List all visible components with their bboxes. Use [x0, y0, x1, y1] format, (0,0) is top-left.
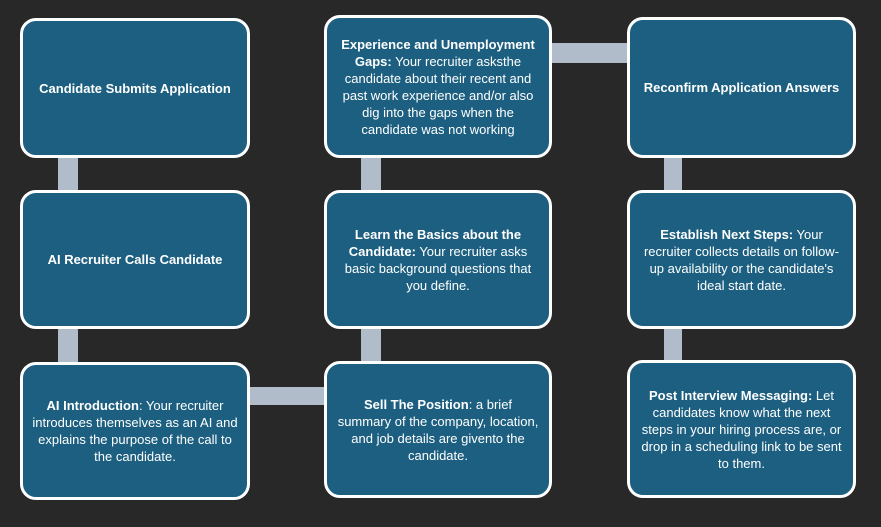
node-body: : Your recruiter introduces themselves a… — [32, 398, 238, 464]
flow-node-text: Learn the Basics about the Candidate: Yo… — [336, 226, 540, 294]
flow-node-ai-recruiter-calls-candidate: AI Recruiter Calls Candidate — [20, 190, 250, 329]
node-title: Reconfirm Application Answers — [643, 80, 840, 95]
node-body: Your recruiter asksthe candidate about t… — [342, 53, 534, 137]
node-body: : a brief summary of the company, locati… — [337, 396, 539, 463]
node-body: Your recruiter collects details on follo… — [643, 226, 840, 293]
connector-sell-the-position-to-learn-the-basics — [361, 321, 381, 369]
connector-ai-recruiter-calls-to-ai-introduction — [58, 321, 78, 370]
flow-node-text: Sell The Position: a brief summary of th… — [336, 396, 540, 464]
node-body: Your recruiter asks basic background que… — [344, 243, 532, 293]
flow-node-post-interview-messaging: Post Interview Messaging: Let candidates… — [627, 360, 856, 498]
connector-establish-next-steps-to-post-interview-messaging — [664, 321, 682, 368]
flow-node-text: AI Recruiter Calls Candidate — [48, 251, 223, 268]
flow-node-text: Establish Next Steps: Your recruiter col… — [639, 226, 844, 294]
connector-reconfirm-answers-to-establish-next-steps — [664, 150, 682, 198]
node-title: Experience and Unemployment Gaps: — [341, 36, 535, 69]
flow-node-sell-the-position: Sell The Position: a brief summary of th… — [324, 361, 552, 498]
flow-node-reconfirm-application-answers: Reconfirm Application Answers — [627, 17, 856, 158]
flow-node-text: Reconfirm Application Answers — [644, 79, 840, 96]
flow-node-text: Experience and Unemployment Gaps: Your r… — [336, 36, 540, 138]
node-title: Sell The Position — [363, 396, 469, 412]
connector-ai-introduction-to-sell-the-position — [245, 387, 329, 405]
node-title: Learn the Basics about the Candidate: — [348, 226, 522, 259]
connector-experience-gaps-to-reconfirm-answers — [547, 43, 633, 63]
flow-node-candidate-submits-application: Candidate Submits Application — [20, 18, 250, 158]
node-body: Let candidates know what the next steps … — [641, 387, 842, 471]
connector-learn-the-basics-to-experience-gaps — [361, 150, 381, 198]
flow-node-learn-the-basics-about-the-candidate: Learn the Basics about the Candidate: Yo… — [324, 190, 552, 329]
node-title: AI Introduction — [46, 398, 139, 413]
flow-node-establish-next-steps: Establish Next Steps: Your recruiter col… — [627, 190, 856, 329]
node-title: Establish Next Steps: — [660, 226, 794, 242]
flow-node-ai-introduction: AI Introduction: Your recruiter introduc… — [20, 362, 250, 500]
connector-candidate-submits-to-ai-recruiter-calls — [58, 150, 78, 198]
node-title: AI Recruiter Calls Candidate — [47, 252, 223, 267]
flow-node-text: Candidate Submits Application — [39, 80, 231, 97]
flow-node-experience-and-unemployment-gaps: Experience and Unemployment Gaps: Your r… — [324, 15, 552, 158]
flow-node-text: AI Introduction: Your recruiter introduc… — [32, 397, 238, 465]
node-title: Candidate Submits Application — [39, 80, 231, 96]
flow-node-text: Post Interview Messaging: Let candidates… — [639, 387, 844, 472]
node-title: Post Interview Messaging: — [649, 387, 813, 403]
